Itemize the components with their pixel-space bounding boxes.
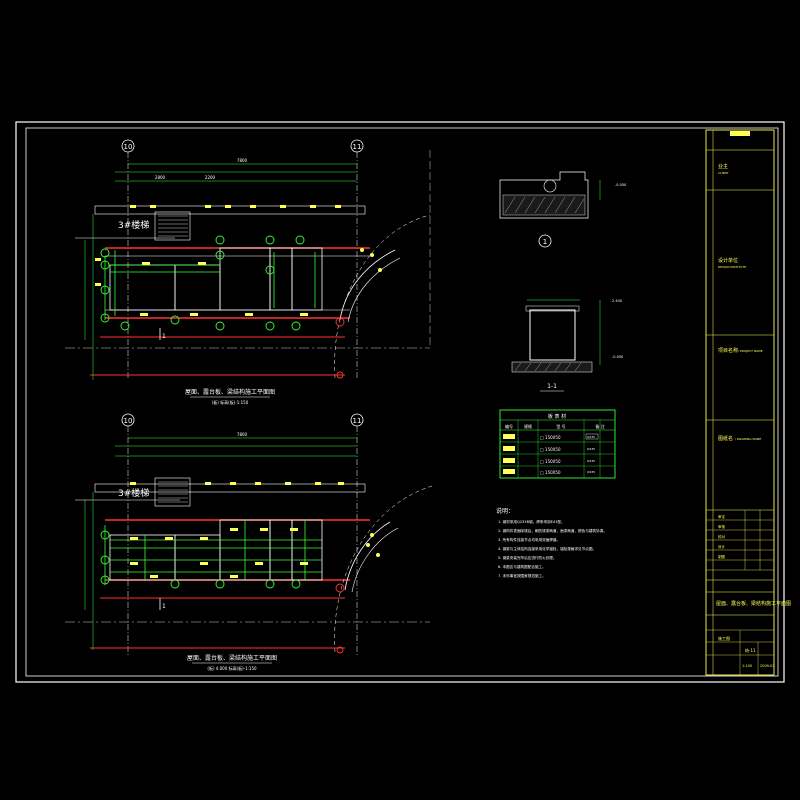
green-members [104, 520, 322, 585]
drawing-title: 屋面、露台板、梁结构施工平面图 [716, 600, 791, 607]
table-header: 备 注 [595, 423, 604, 429]
note-item: 3. 所有构件连接节点均采用双面焊缝。 [498, 537, 560, 542]
upper-plan: 10 11 7800 2800 2200 3#楼梯 [65, 139, 431, 405]
signoff-label: 校对 [718, 534, 726, 539]
section-title: 1-1 [547, 383, 557, 390]
dimension-total: 7800 [237, 158, 248, 163]
note-item: 2. 钢构件表面除锈后，刷防锈漆两道，面漆两道，颜色与建筑协调。 [498, 528, 607, 533]
yellow-tags [130, 482, 344, 578]
dimension-total: 7800 [237, 432, 248, 437]
plan-lower-title: 屋面、露台板、梁结构施工平面图 [187, 654, 277, 662]
arc-tags [360, 248, 382, 272]
axis-label-11: 11 [353, 143, 362, 151]
arc-edge [347, 257, 401, 323]
signoff-label: 制图 [718, 554, 726, 559]
column-markers [100, 235, 305, 331]
table-header: 规格 [524, 423, 532, 429]
stair-label: 3#楼梯 [118, 219, 149, 231]
detail-elev: -0.050 [615, 183, 626, 187]
detail-mark: 1 [543, 238, 547, 246]
plan-upper-title: 屋面、露台板、梁结构施工平面图 [185, 388, 275, 396]
stair-3 [154, 477, 191, 507]
section-1-1: 2.400 -0.050 1-1 [511, 299, 623, 392]
axis-label-11: 11 [353, 417, 362, 425]
arc-edge [351, 527, 399, 593]
swatch [503, 458, 515, 463]
table-cell: Q235 [587, 447, 595, 451]
design-unit-label: 设计单位 [718, 257, 738, 264]
table-header: 型 号 [556, 423, 565, 429]
axis-label-10: 10 [124, 417, 133, 425]
detail-bubble [538, 234, 552, 248]
date-value: 2009.07 [760, 664, 774, 668]
notes: 说明： 1. 钢材采用Q235B钢，焊条采用E43型。 2. 钢构件表面除锈后，… [496, 507, 607, 578]
notes-heading: 说明： [496, 507, 514, 515]
dimension-b: 2200 [205, 175, 216, 180]
table-title: 板 表 材 [548, 413, 566, 420]
note-item: 5. 钢梁安装完毕后应进行防火处理。 [498, 555, 556, 560]
stair-label: 3#楼梯 [118, 487, 149, 499]
table-cell: □ 150X50 [540, 459, 561, 464]
note-item: 4. 钢梁与主体结构连接采用化学锚栓，锚栓规格详见节点图。 [498, 546, 596, 551]
arc-edge [339, 249, 396, 321]
project-name-label-en: / PROJECT NAME [738, 349, 763, 353]
outer-frame [15, 121, 785, 683]
stair-3 [154, 211, 191, 241]
swatch [503, 434, 515, 439]
owner-label-en: CLIENT [718, 171, 729, 175]
swatch [503, 446, 515, 451]
signoff-label: 设计 [718, 544, 726, 549]
section-mark: 1 [162, 603, 166, 610]
arc-dashed [334, 485, 433, 653]
drawing-name-label-en: / DRAWING NAME [735, 437, 761, 441]
title-block: 业主 CLIENT 设计单位 DESIGN INSTITUTE 项目名称 / P… [705, 129, 791, 676]
lower-plan: 10 11 7800 3#楼梯 [65, 413, 433, 671]
section-elev-top: 2.400 [612, 299, 622, 303]
note-item: 1. 钢材采用Q235B钢，焊条采用E43型。 [498, 519, 565, 524]
section-elev-bottom: -0.050 [612, 355, 623, 359]
green-members [104, 250, 316, 320]
table-cell: □ 150X50 [540, 470, 561, 475]
swatch [503, 469, 515, 474]
section-mark: 1 [162, 333, 166, 340]
column-marker-red [336, 646, 344, 654]
arc-edge [344, 521, 391, 591]
table-cell: □ 150X50 [540, 447, 561, 452]
cell-box [585, 433, 599, 440]
material-table: 板 表 材 编号 规格 型 号 备 注 □ 150X50 Q235 □ 150X… [499, 409, 616, 479]
signoff-label: 审核 [718, 524, 726, 529]
table-cell: Q235 [587, 470, 595, 474]
drawing-name-label: 图纸名 [718, 435, 733, 442]
owner-label: 业主 [718, 163, 728, 170]
inner-frame [25, 127, 779, 677]
drawing-number: 结-11 [745, 647, 756, 653]
scale-value: 1:100 [742, 664, 752, 668]
column-marker-red [335, 317, 345, 327]
detail-1: -0.050 1 [499, 171, 626, 248]
note-item: 7. 未尽事宜按国家规范施工。 [498, 573, 546, 578]
design-unit-label-en: DESIGN INSTITUTE [718, 265, 746, 269]
note-item: 6. 本图应与建筑图配合施工。 [498, 564, 546, 569]
yellow-tags [95, 205, 341, 316]
column-markers [100, 530, 301, 589]
bay-frames [109, 247, 323, 311]
axis-label-10: 10 [124, 143, 133, 151]
arc-tags [366, 533, 380, 557]
table-cell: Q235 [587, 459, 595, 463]
table-header: 编号 [505, 423, 513, 429]
dimension-a: 2800 [155, 175, 166, 180]
column-marker-red [335, 583, 345, 593]
plan-upper-scale: (板) 标高(板)-1:150 [212, 399, 249, 405]
arc-dashed [334, 214, 431, 379]
logo-box [730, 131, 750, 136]
project-name-label: 项目名称 [718, 347, 738, 354]
signoff-label: 审定 [718, 514, 726, 519]
plan-lower-scale: (板) 4.000 标高(板)-1:150 [207, 665, 257, 671]
table-cell: □ 150X50 [540, 435, 561, 440]
table-cell: Q235 [587, 435, 595, 439]
stage-value: 施工图 [718, 635, 730, 641]
